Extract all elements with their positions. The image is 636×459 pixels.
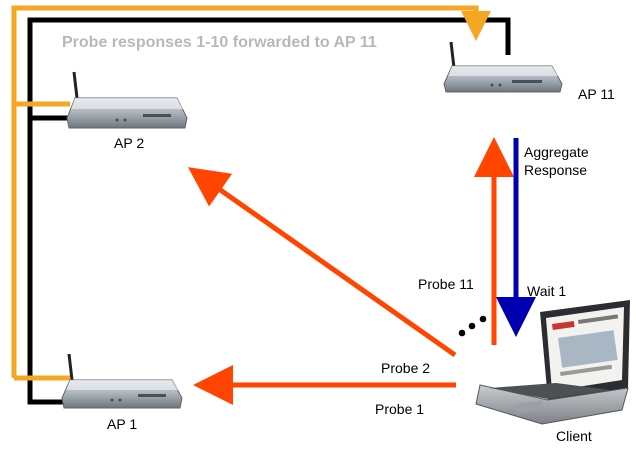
- node-label-ap2: AP 2: [114, 135, 145, 151]
- node-label-ap1: AP 1: [107, 416, 138, 432]
- laptop-client-icon: [475, 300, 630, 425]
- router-ap1-icon: [61, 353, 183, 409]
- probe2-arrow: [187, 167, 457, 358]
- edge-label-aggregate-2: Response: [524, 162, 588, 178]
- node-label-client: Client: [556, 428, 592, 444]
- edge-label-probe2: Probe 2: [381, 360, 431, 376]
- ellipsis-dots: [458, 315, 487, 337]
- forward-path-black: [27, 17, 511, 405]
- edge-label-probe11: Probe 11: [418, 276, 474, 292]
- node-label-ap11: AP 11: [578, 86, 615, 102]
- router-ap11-icon: [443, 41, 563, 93]
- edge-label-probe1: Probe 1: [375, 401, 425, 417]
- forward-path-orange: [11, 5, 476, 381]
- edge-label-aggregate-1: Aggregate: [524, 144, 589, 160]
- router-ap2-icon: [66, 71, 188, 129]
- edge-label-wait: Wait 1: [527, 283, 567, 299]
- diagram-title: Probe responses 1-10 forwarded to AP 11: [62, 34, 377, 51]
